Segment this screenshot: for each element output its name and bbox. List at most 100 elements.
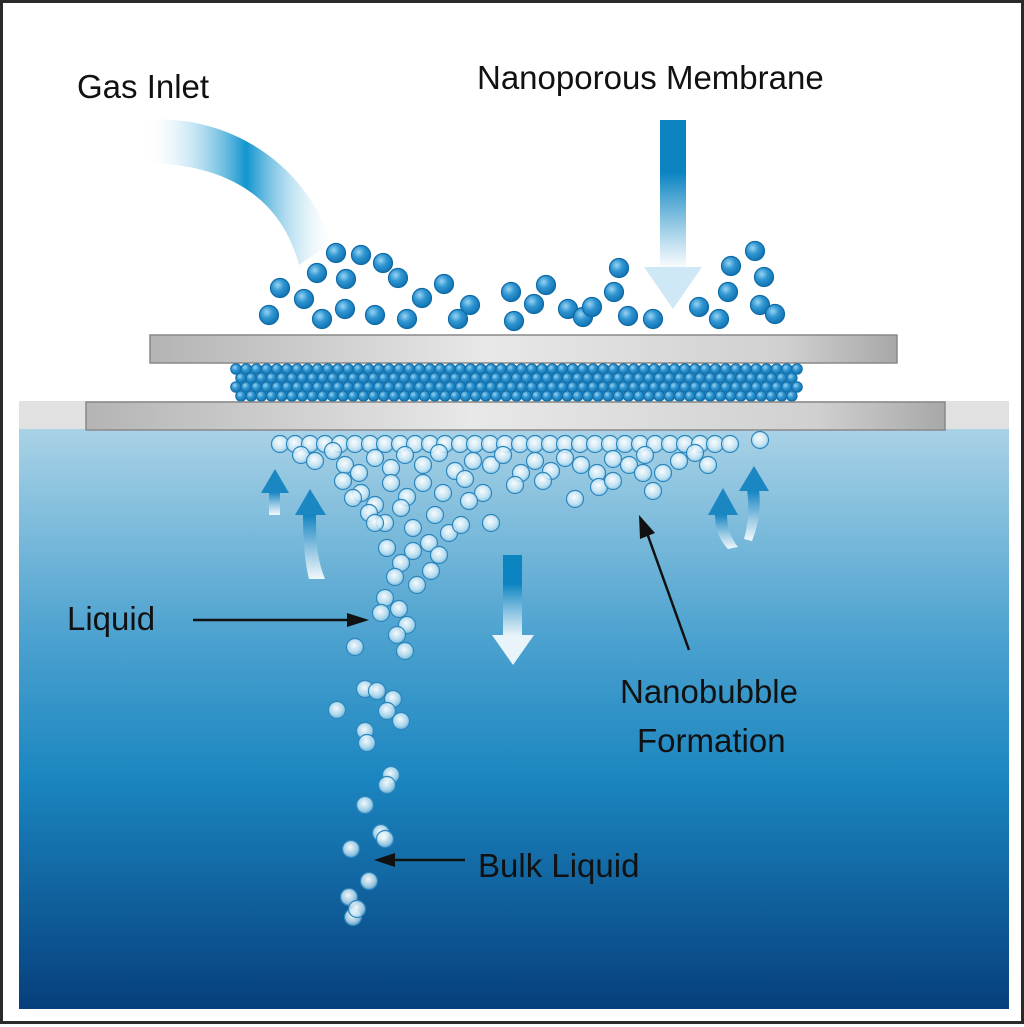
upper-plate [149, 334, 898, 364]
nanobubble-icon [355, 795, 375, 815]
nanobubble-icon [341, 839, 361, 859]
gas-molecule-icon [523, 293, 545, 315]
gas-molecule-icon [459, 294, 481, 316]
membrane-pore-icon [694, 390, 706, 402]
nanobubble-icon [635, 445, 655, 465]
gas-molecule-icon [603, 281, 625, 303]
gas-molecule-icon [447, 308, 469, 330]
gas-molecule-icon [688, 296, 710, 318]
gas-molecule-icon [500, 281, 522, 303]
liquid-pointer-arrow [193, 613, 369, 627]
nanobubble-icon [425, 505, 445, 525]
gas-molecule-icon [293, 288, 315, 310]
gas-molecule-icon [311, 308, 333, 330]
nanobubble-icon [323, 441, 343, 461]
lower-plate [85, 401, 946, 431]
nanobubble-icon [533, 471, 553, 491]
membrane-pore-icon [673, 390, 686, 402]
gas-molecule-icon [642, 308, 664, 330]
nanobubble-icon [653, 463, 673, 483]
membrane-pore-icon [561, 390, 574, 402]
membrane-pore-icon [490, 390, 502, 402]
nanobubble-icon [555, 448, 575, 468]
nanobubble-icon [429, 443, 449, 463]
gas-molecule-icon [325, 242, 347, 264]
membrane-pore-icon [683, 390, 696, 402]
nanobubble-icon [375, 588, 395, 608]
nanobubble-icon [413, 473, 433, 493]
gas-molecule-icon [433, 273, 455, 295]
nanobubble-icon [720, 434, 740, 454]
nanoporous-membrane-label: Nanoporous Membrane [477, 59, 824, 96]
membrane-pore-icon [357, 390, 370, 402]
nanobubble-icon [429, 545, 449, 565]
membrane-pore-icon [765, 390, 778, 402]
membrane-pore-icon [791, 381, 803, 393]
nanobubble-icon [377, 775, 397, 795]
nanobubbles [270, 430, 770, 927]
gas-molecule-icon [608, 257, 630, 279]
gas-molecule-icon [387, 267, 409, 289]
nanobubble-icon [403, 518, 423, 538]
membrane-pore-icon [286, 390, 298, 402]
gas-inlet-label: Gas Inlet [77, 68, 209, 105]
nanobubble-icon [349, 463, 369, 483]
nanobubble-icon [407, 575, 427, 595]
membrane-pore-icon [571, 390, 584, 402]
nanobubble-icon [459, 491, 479, 511]
membrane-pore-icon [775, 390, 788, 402]
gas-molecule-icon [744, 240, 766, 262]
membrane-pore-icon [785, 372, 798, 384]
nanobubble-icon [403, 541, 423, 561]
nanobubble-icon [571, 455, 591, 475]
nanobubble-icon [481, 455, 501, 475]
nanobubble-icon [603, 449, 623, 469]
membrane-pore-icon [255, 390, 268, 402]
nanobubble-icon [391, 711, 411, 731]
membrane-pore-icon [469, 390, 482, 402]
upward-flow-arrow-right-2 [739, 466, 769, 541]
liquid-label: Liquid [67, 600, 155, 637]
nanobubble-icon [395, 641, 415, 661]
membrane-pore-icon [541, 390, 553, 402]
nanobubble-icon [473, 483, 493, 503]
liquid-region [19, 429, 1009, 1009]
membrane-pore-icon [663, 390, 676, 402]
gas-molecule-icon [372, 252, 394, 274]
membrane-pore-icon [296, 390, 308, 402]
membrane-pore-icon [791, 363, 803, 375]
membrane-pore-icon [316, 390, 329, 402]
nanobubble-icon [385, 567, 405, 587]
nanobubble-icon [419, 533, 439, 553]
upward-flow-arrow-left-large [295, 489, 326, 579]
nanobubble-icon [750, 430, 770, 450]
gas-inlet-arrow [143, 119, 331, 265]
nanobubble-icon [305, 451, 325, 471]
nanobubble-icon [451, 515, 471, 535]
gas-molecule-icon [581, 296, 603, 318]
membrane-pore-icon [326, 390, 339, 402]
membrane-pore-icon [306, 390, 319, 402]
nanobubble-icon [463, 451, 483, 471]
nanobubble-icon [391, 498, 411, 518]
diagram-canvas: Gas Inlet Nanoporous Membrane Liquid Nan… [19, 59, 1009, 1009]
gas-molecule-icon [708, 308, 730, 330]
nanobubble-icon [327, 700, 347, 720]
membrane-pore-icon [530, 390, 543, 402]
membrane-pore-icon [479, 390, 492, 402]
membrane-pore-icon [714, 390, 727, 402]
nanobubble-icon [367, 681, 387, 701]
gas-particles [258, 240, 786, 332]
nanobubble-icon [347, 899, 367, 919]
nanobubble-formation-pointer-arrow [639, 515, 691, 651]
gas-molecule-icon [411, 287, 433, 309]
membrane-pore-icon [347, 390, 359, 402]
nanobubble-icon [357, 733, 377, 753]
membrane-pore-icon [398, 390, 410, 402]
membrane-pore-icon [632, 390, 645, 402]
gas-molecule-icon [764, 303, 786, 325]
membrane-pore-icon [337, 390, 349, 402]
nanobubble-icon [698, 455, 718, 475]
nanobubble-icon [395, 445, 415, 465]
